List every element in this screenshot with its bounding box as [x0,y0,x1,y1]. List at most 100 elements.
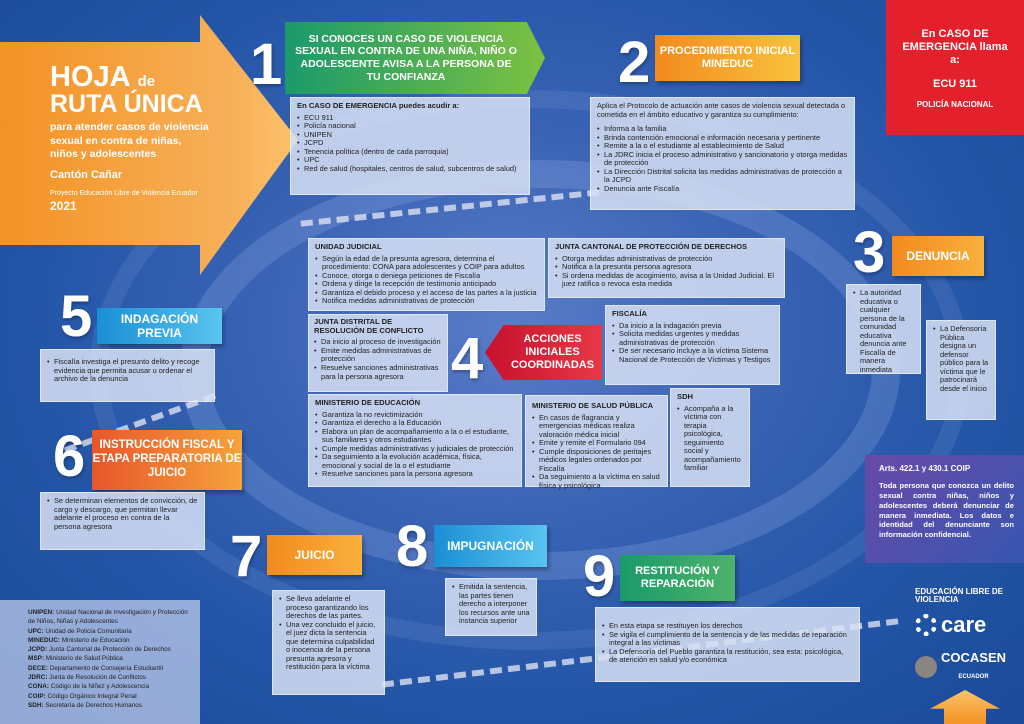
step-9-box: En esta etapa se restituyen los derechos… [595,607,860,682]
list-item: Acompaña a la víctima con terapia psicol… [677,404,743,473]
list-item: Denuncia ante Fiscalía [597,184,848,194]
list-item: Notifica a la presunta persona agresora [555,263,778,272]
step-6-banner: INSTRUCCIÓN FISCAL Y ETAPA PREPARATORIA … [92,430,242,490]
list-item: Remite a la o el estudiante al estableci… [597,142,848,151]
emergency-call-text: En CASO DE EMERGENCIA llama a: [902,28,1008,67]
list-item: En esta etapa se restituyen los derechos [602,621,853,631]
list-item: Si ordena medidas de acogimiento, avisa … [555,271,778,289]
list-item: La autoridad educativa o cualquier perso… [853,288,914,374]
emergency-box: En CASO DE EMERGENCIA llama a: ECU 911 P… [886,0,1024,135]
list-item: Resuelve sanciones administrativas para … [314,363,442,381]
list-item: Tenencia política (dentro de cada parroq… [297,147,523,157]
list-item: Conoce, otorga o deniega peticiones de F… [315,271,538,281]
care-logo-text: care [941,612,987,637]
list-item: De ser necesario incluye a la víctima Si… [612,347,773,364]
step-4-banner: ACCIONES INICIALES COORDINADAS [485,325,602,380]
list-item: JCPD [297,139,523,148]
legend-item: MINEDUC: Ministerio de Educación [28,636,130,644]
step-9-banner: RESTITUCIÓN Y REPARACIÓN [620,555,735,601]
step-7-number: 7 [230,524,263,589]
step-3-box-right: La Defensoría Pública designa un defenso… [926,320,996,420]
msp-title: MINISTERIO DE SALUD PÚBLICA [532,401,654,410]
list-item: La Defensoría del Pueblo garantiza la re… [602,647,853,665]
step-1-number: 1 [250,32,283,97]
list-item: Ordena y dirige la recepción de testimon… [315,280,538,289]
step-1-box: En CASO DE EMERGENCIA puedes acudir a: E… [290,97,530,195]
list-item: Fiscalía investiga el presunto delito y … [47,357,208,384]
list-item: Emite medidas administrativas de protecc… [314,346,442,364]
legend-item: CONA: Código de la Niñez y Adolescencia [28,683,150,691]
list-item: Informa a la familia [597,125,848,134]
list-item: Notifica medidas administrativas de prot… [315,297,538,306]
jdrc-title: JUNTA DISTRITAL DE RESOLUCIÓN DE CONFLIC… [314,317,424,335]
list-item: Según la edad de la presunta agresora, d… [315,254,538,272]
list-item: Garantiza el derecho a la Educación [315,419,515,428]
list-item: Cumple disposiciones de peritajes médico… [532,447,661,474]
unidad-judicial-box: UNIDAD JUDICIAL Según la edad de la pres… [308,238,545,311]
care-logo: care [915,612,986,638]
list-item: En casos de flagrancia y emergencias méd… [532,413,661,440]
list-item: Solicita medidas urgentes y medidas admi… [612,329,773,347]
title-canton: Cantón Cañar [50,168,123,181]
title-de: de [137,73,156,90]
list-item: Se vigila el cumplimiento de la sentenci… [602,630,853,648]
step-1-banner: SI CONOCES UN CASO DE VIOLENCIA SEXUAL E… [285,22,545,94]
care-ring-icon [915,614,937,636]
title-hoja: HOJA [50,61,130,93]
list-item: Se lleva adelante el proceso garantizand… [279,594,378,621]
list-item: Se determinan elementos de convicción, d… [47,496,198,531]
teddy-bear-icon [915,655,937,678]
list-item: Emitida la sentencia, las partes tienen … [452,582,530,626]
step-3-banner: DENUNCIA [892,236,984,276]
step-2-intro: Aplica el Protocolo de actuación ante ca… [597,101,846,119]
list-item: Da seguimiento a la víctima en salud fís… [532,473,661,490]
list-item: Resuelve sanciones para la persona agres… [315,470,515,479]
step-8-box: Emitida la sentencia, las partes tienen … [445,578,537,636]
jdrc-box: JUNTA DISTRITAL DE RESOLUCIÓN DE CONFLIC… [308,314,448,392]
list-item: Brinda contención emocional e informació… [597,133,848,143]
list-item: La JDRC inicia el proceso administrativo… [597,150,848,168]
coip-title: Arts. 422.1 y 430.1 COIP [879,464,971,473]
step-7-box: Se lleva adelante el proceso garantizand… [272,590,385,695]
mineduc-title: MINISTERIO DE EDUCACIÓN [315,398,421,407]
list-item: UNIPEN [297,130,523,140]
list-item: Emite y remite el Formulario 094 [532,439,661,448]
title-year: 2021 [50,199,77,214]
legend-item: UPC: Unidad de Policía Comunitaria [28,627,132,635]
step-3-box-left: La autoridad educativa o cualquier perso… [846,284,921,374]
jcpd-title: JUNTA CANTONAL DE PROTECCIÓN DE DERECHOS [555,242,748,251]
step-1-list: ECU 911 Policía nacional UNIPEN JCPD Ten… [297,113,523,174]
list-item: La Dirección Distrital solicita las medi… [597,167,848,185]
step-5-banner: INDAGACIÓN PREVIA [97,308,222,344]
educacion-logo: EDUCACIÓN LIBRE DE VIOLENCIA [915,587,1004,604]
list-item: UPC [297,156,523,165]
list-item: Garantiza la no revictimización [315,410,515,420]
step-7-banner: JUICIO [267,535,362,575]
unidad-judicial-title: UNIDAD JUDICIAL [315,242,382,251]
step-6-number: 6 [53,424,86,489]
sdh-title: SDH [677,392,694,401]
fiscalia-box: FISCALÍA Da inicio a la indagación previ… [605,305,780,385]
list-item: Elabora un plan de acompañamiento a la o… [315,427,515,445]
coip-text: Toda persona que conozca un delito sexua… [879,481,1014,540]
title-ruta: RUTA ÚNICA [50,90,203,118]
step-1-heading: En CASO DE EMERGENCIA puedes acudir a: [297,101,460,110]
emergency-police: POLICÍA NACIONAL [916,99,994,109]
list-item: Otorga medidas administrativas de protec… [555,254,778,264]
list-item: ECU 911 [297,113,523,123]
step-3-number: 3 [853,220,886,285]
legend-item: DECE: Departamento de Consejería Estudia… [28,664,163,672]
list-item: Garantiza el debido proceso y el acceso … [315,288,538,298]
title-subtitle: para atender casos de violencia sexual e… [50,121,209,161]
fiscalia-title: FISCALÍA [612,309,648,318]
title-project: Proyecto Educación Libre de Violencia Ec… [50,189,198,197]
list-item: Red de salud (hospitales, centros de sal… [297,164,523,174]
list-item: Da inicio al proceso de investigación [314,338,442,347]
step-5-box: Fiscalía investiga el presunto delito y … [40,349,215,402]
legend-item: COIP: Código Orgánico Integral Penal [28,692,137,700]
home-arrow-icon [930,690,1000,724]
legend-item: JDRC: Junta de Resolución de Conflictos [28,673,146,681]
step-8-banner: IMPUGNACIÓN [434,525,547,567]
list-item: Policía nacional [297,122,523,131]
